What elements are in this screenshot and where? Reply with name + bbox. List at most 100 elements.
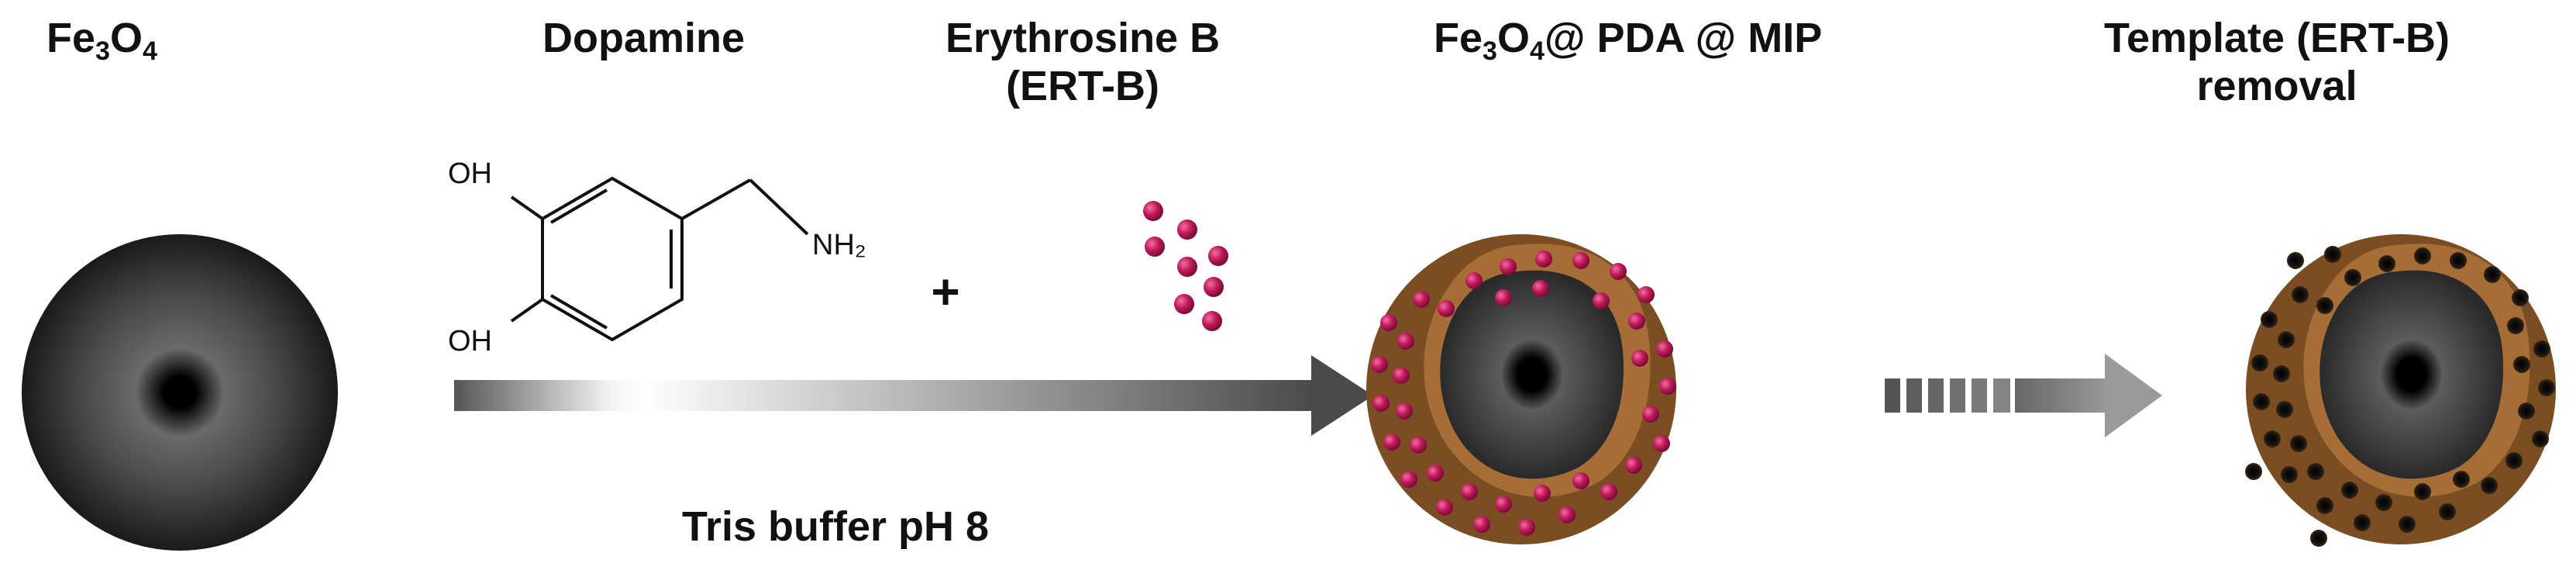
removal-label: Template (ERT-B) removal [2104, 14, 2450, 110]
reaction-arrow [454, 355, 1373, 436]
dopamine-amine: NH₂ [812, 229, 866, 261]
imprinted-cavity [2261, 311, 2278, 328]
ert-b-bead [1610, 263, 1627, 280]
imprinted-cavity [2538, 379, 2555, 396]
imprinted-cavity [2278, 331, 2295, 348]
ert-b-bead [1600, 483, 1617, 500]
removal-arrow [1885, 354, 2162, 437]
removal-label-line1: Template (ERT-B) [2104, 15, 2450, 61]
imprinted-cavity [2273, 365, 2290, 382]
imprinted-cavity [2532, 430, 2549, 447]
ert-b-bead [1427, 465, 1444, 482]
imprinted-cavity [2341, 482, 2358, 499]
ert-b-bead [1177, 219, 1197, 240]
imprinted-cavity [2378, 255, 2395, 272]
ert-b-bead [1145, 237, 1165, 257]
ert-b-bead [1204, 277, 1224, 297]
imprinted-cavity [2281, 466, 2298, 483]
ert-b-bead [1558, 506, 1576, 523]
imprinted-cavity [2484, 266, 2501, 283]
dopamine-oh-bottom: OH [448, 325, 492, 358]
ert-b-bead [1535, 250, 1552, 268]
ert-b-bead [1371, 356, 1388, 373]
imprinted-cavity [2316, 297, 2333, 314]
ert-b-bead [1438, 300, 1455, 317]
ert-b-bead [1397, 333, 1414, 350]
erythrosine-label-line1: Erythrosine B [945, 15, 1221, 61]
ert-b-bead [1656, 340, 1673, 358]
ert-b-bead [1659, 378, 1676, 395]
mip-ert-b-beads [1371, 250, 1676, 536]
imprinted-cavity [2253, 393, 2270, 410]
ert-b-bead [1628, 313, 1645, 330]
imprinted-cavity [2533, 340, 2550, 358]
imprinted-cavity [2292, 286, 2309, 303]
imprinted-cavities [2245, 246, 2555, 547]
imprinted-cavity [2512, 289, 2529, 306]
ert-b-bead [1380, 314, 1397, 331]
imprinted-cavity [2307, 463, 2324, 480]
ert-b-bead [1177, 257, 1197, 277]
dopamine-oh-top: OH [448, 157, 492, 190]
ert-b-bead [1653, 435, 1670, 452]
ert-b-bead [1208, 246, 1228, 266]
imprinted-cavity [2505, 452, 2523, 469]
imprinted-cavity [2513, 356, 2530, 373]
imprinted-cavity [2251, 354, 2268, 371]
imprinted-cavity [2287, 252, 2304, 269]
ert-b-molecules [1143, 201, 1228, 331]
imprinted-cavity [2290, 435, 2307, 452]
ert-b-bead [1642, 406, 1659, 423]
ert-b-bead [1518, 519, 1535, 536]
ert-b-bead [1393, 367, 1410, 384]
ert-b-bead [1400, 471, 1417, 488]
fe3o4-particle [22, 234, 338, 551]
imprinted-cavity [2375, 494, 2392, 511]
imprinted-cavity [2414, 247, 2431, 264]
imprinted-cavity [2316, 497, 2333, 514]
ert-b-bead [1372, 395, 1390, 412]
ert-b-bead [1413, 291, 1430, 308]
erythrosine-label: Erythrosine B (ERT-B) [945, 14, 1220, 110]
ert-b-bead [1143, 201, 1163, 221]
ert-b-bead [1495, 289, 1512, 306]
imprinted-cavity [2276, 401, 2293, 418]
ert-b-bead [1572, 472, 1589, 489]
ert-b-bead [1495, 496, 1512, 513]
ert-b-bead [1593, 292, 1610, 309]
imprinted-cavity [2354, 514, 2371, 531]
ert-b-bead [1465, 272, 1483, 289]
ert-b-bead [1461, 483, 1478, 500]
imprinted-cavity [2245, 463, 2262, 480]
ert-b-bead [1625, 457, 1642, 474]
dopamine-label: Dopamine [542, 15, 746, 61]
imprinted-particle [2245, 234, 2556, 547]
plus-sign: + [931, 264, 959, 320]
ert-b-bead [1202, 311, 1222, 331]
fe3o4-label: Fe3O4 [46, 15, 157, 66]
imprinted-cavity [2439, 503, 2456, 520]
imprinted-cavity [2481, 477, 2498, 494]
ert-b-bead [1174, 294, 1194, 314]
imprinted-cavity [2344, 269, 2361, 286]
imprinted-cavity [2518, 403, 2535, 420]
ert-b-bead [1396, 403, 1413, 420]
ert-b-bead [1638, 286, 1655, 303]
imprinted-cavity [2310, 530, 2327, 547]
ert-b-bead [1410, 437, 1427, 454]
imprinted-cavity [2399, 516, 2416, 533]
ert-b-bead [1572, 252, 1589, 269]
ert-b-bead [1383, 434, 1400, 451]
mip-particle [1366, 234, 1676, 544]
erythrosine-label-line2: (ERT-B) [1006, 63, 1160, 109]
ert-b-bead [1631, 350, 1648, 367]
product-label: Fe3O4@ PDA @ MIP [1434, 15, 1823, 66]
imprinted-cavity [2507, 317, 2524, 334]
imprinted-cavity [2264, 430, 2281, 447]
ert-b-bead [1532, 280, 1549, 297]
ert-b-bead [1534, 485, 1551, 502]
buffer-label: Tris buffer pH 8 [682, 503, 990, 550]
imprinted-cavity [2414, 483, 2431, 500]
imprinted-cavity [2450, 252, 2467, 269]
